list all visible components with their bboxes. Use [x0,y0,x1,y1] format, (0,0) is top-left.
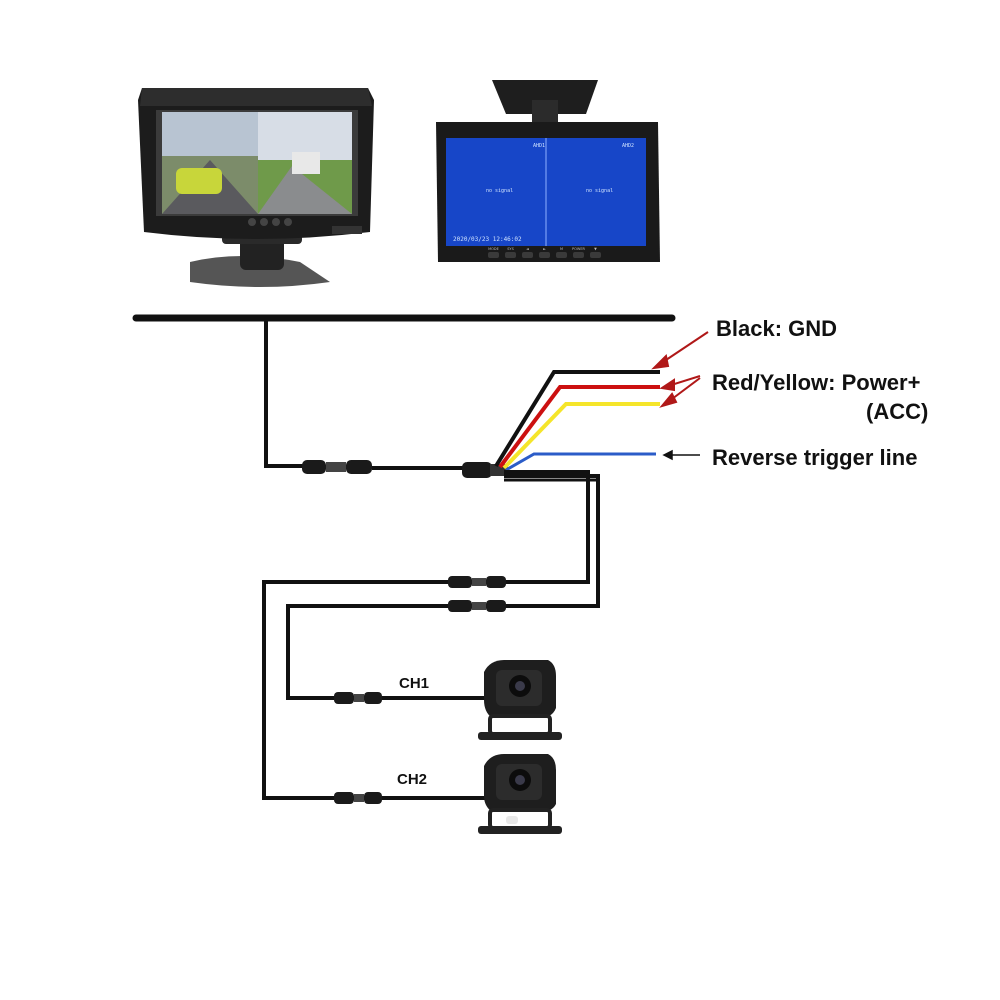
signal-left-label: no signal [486,188,513,194]
gnd-label: Black: GND [716,316,838,341]
monitor-button-4 [556,252,567,258]
connector-icon [448,600,506,612]
monitor-front-icon [138,88,374,287]
monitor-button-0 [488,252,499,258]
channel-right-label: AHD2 [622,143,634,149]
reverse-trigger-label: Reverse trigger line [712,445,918,470]
monitor-button-label-2: ◄ [526,247,529,251]
monitor-button-label-3: ► [543,247,546,251]
power-arrows [659,375,701,408]
monitor-button-label-1: SYS [507,247,514,251]
camera-ch1-icon [478,660,562,740]
monitor-button-label-6: ▼ [594,247,597,251]
acc-label: (ACC) [866,399,929,424]
signal-right-label: no signal [586,188,613,194]
connector-icon [334,692,382,704]
connector-icon [302,460,372,474]
monitor-button-label-0: MODE [488,247,499,251]
monitor-button-2 [522,252,533,258]
connector-icon [334,792,382,804]
reverse-arrow [662,449,700,461]
monitor-button-3 [539,252,550,258]
monitor-button-label-4: M [560,247,563,251]
power-label: Red/Yellow: Power+ [712,370,921,395]
ch2-label: CH2 [397,771,428,788]
gnd-arrow [651,331,709,370]
connector-icon [448,576,506,588]
monitor-button-1 [505,252,516,258]
monitor-button-6 [590,252,601,258]
monitor-button-row: MODE SYS ◄ ► M POWER ▼ [488,247,601,258]
monitor-back-icon: AHD1 AHD2 no signal no signal 2020/03/23… [436,80,660,262]
channel-left-label: AHD1 [533,143,545,149]
monitor-button-label-5: POWER [572,247,586,251]
ch1-label: CH1 [399,675,430,692]
camera-ch2-icon [478,754,562,834]
timestamp-label: 2020/03/23 12:46:02 [453,236,522,243]
monitor-button-5 [573,252,584,258]
